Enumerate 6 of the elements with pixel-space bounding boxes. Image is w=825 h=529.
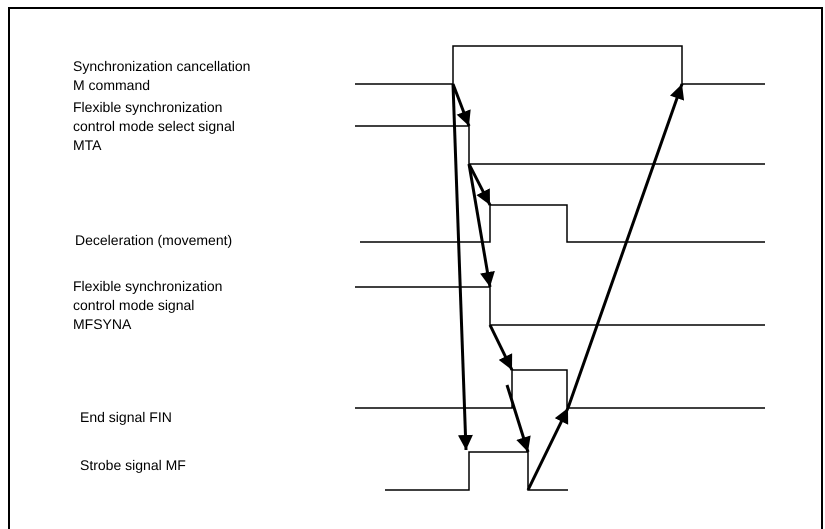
signal-label: Flexible synchronization control mode select signal MTA <box>73 98 236 155</box>
signal-label: End signal FIN <box>80 408 173 427</box>
signal-label: Synchronization cancellation M command <box>73 57 252 95</box>
signal-label: Strobe signal MF <box>80 456 187 475</box>
signal-label: Deceleration (movement) <box>75 231 234 250</box>
signal-label: Flexible synchronization control mode signal MFSYNA <box>73 277 224 334</box>
